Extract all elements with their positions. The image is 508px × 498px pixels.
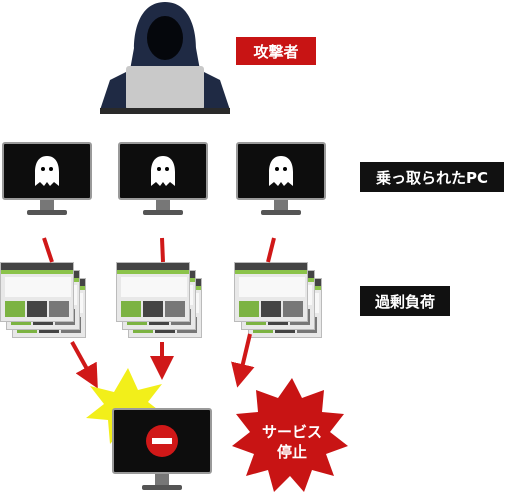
- ghost-icon: [35, 156, 59, 186]
- arrow: [266, 237, 276, 263]
- overload-label: 過剰負荷: [360, 286, 450, 316]
- hijacked-pc: [2, 142, 92, 220]
- arrow: [160, 237, 165, 263]
- attacker-label: 攻撃者: [236, 37, 316, 65]
- ghost-icon: [269, 156, 293, 186]
- service-stop-label: サービス 停止: [244, 412, 340, 472]
- service-stop-burst: [232, 378, 348, 492]
- arrow: [42, 237, 54, 263]
- hijacked-pc: [236, 142, 326, 220]
- website-stack: [234, 262, 326, 342]
- service-stop-line2: 停止: [276, 443, 307, 461]
- laptop-icon: [126, 66, 204, 110]
- hijacked-label: 乗っ取られたPC: [360, 162, 504, 192]
- impact-burst: [86, 368, 166, 444]
- website-stack: [0, 262, 90, 342]
- target-server: [112, 408, 212, 498]
- face-shadow: [147, 16, 183, 60]
- ghost-icon: [151, 156, 175, 186]
- attacker-illustration: [100, 2, 230, 114]
- website-stack: [116, 262, 206, 342]
- website-mockup: [234, 262, 308, 322]
- website-mockup: [116, 262, 190, 322]
- hijacked-pc: [118, 142, 208, 220]
- service-stop-line1: サービス: [261, 423, 322, 441]
- arrow: [70, 341, 98, 389]
- no-entry-icon: [146, 425, 178, 457]
- website-mockup: [0, 262, 74, 322]
- arrow: [231, 333, 255, 388]
